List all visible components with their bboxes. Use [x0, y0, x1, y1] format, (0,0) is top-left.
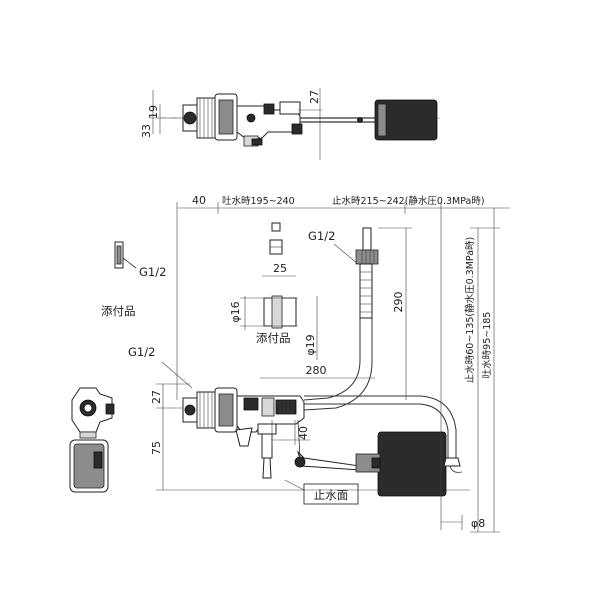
dim-spout-range: 吐水時195~240 — [222, 195, 295, 207]
dim-side-75: 75 — [150, 441, 163, 455]
label-g12-main: G1/2 — [128, 345, 155, 359]
dim-phi8: φ8 — [471, 517, 485, 530]
dim-spout-vert: 吐水時95~185 — [481, 312, 493, 379]
dim-top-27: 27 — [308, 90, 321, 104]
dim-phi16: φ16 — [229, 301, 242, 322]
dim-290: 290 — [392, 292, 405, 313]
dim-40b: 40 — [297, 426, 310, 440]
dim-25: 25 — [273, 262, 287, 275]
dim-top-33: 33 — [140, 124, 153, 138]
accessory-nipple: 25 φ16 φ19 添付品 — [229, 222, 318, 360]
accessory-washer: G1/2 添付品 — [101, 241, 166, 318]
label-accessory-1: 添付品 — [101, 304, 136, 318]
dim-280: 280 — [306, 364, 327, 377]
dim-top-19: 19 — [147, 105, 160, 119]
front-view: 27 75 G1/2 40 — [128, 208, 500, 533]
dim-phi19: φ19 — [304, 334, 317, 355]
top-view: 19 33 27 — [140, 88, 440, 160]
label-accessory-2: 添付品 — [256, 331, 291, 345]
label-g12-left: G1/2 — [139, 265, 166, 279]
dim-side-27: 27 — [150, 390, 163, 404]
label-g12-top: G1/2 — [308, 229, 335, 243]
side-view — [69, 387, 115, 493]
top-dimensions: 40 吐水時195~240 止水時215~242(静水圧0.3MPa時) — [176, 194, 510, 400]
dim-stop-range: 止水時215~242(静水圧0.3MPa時) — [332, 195, 485, 207]
label-water-stop-level: 止水面 — [314, 488, 349, 502]
dim-stop-vert: 止水時60~135(静水圧0.3MPa時) — [464, 237, 476, 384]
dim-40: 40 — [192, 194, 206, 207]
